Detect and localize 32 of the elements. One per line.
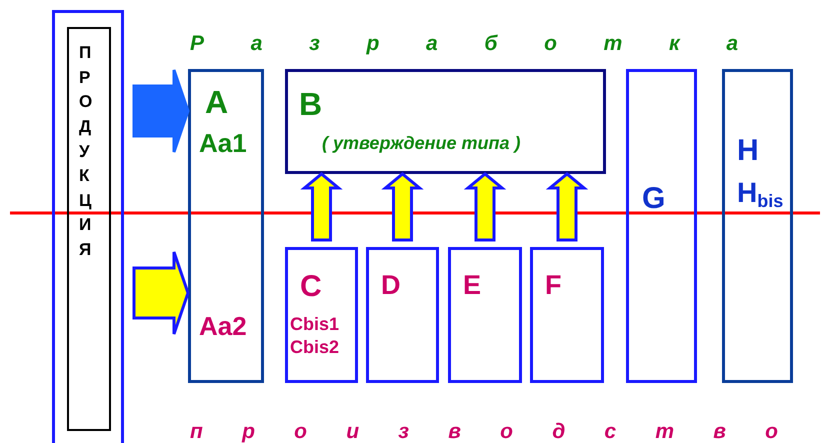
letter-label: H [737, 136, 759, 166]
stage-box [626, 69, 697, 383]
stage-box [188, 69, 264, 383]
letter-label: B [299, 88, 322, 120]
letter-label: F [545, 272, 562, 299]
stage-box [366, 247, 439, 383]
stage-box [285, 69, 606, 174]
letter-label: C [300, 272, 322, 302]
block-arrow [464, 172, 506, 242]
letter-label: G [642, 184, 666, 214]
block-arrow [546, 172, 588, 242]
spaced-heading: п р о и з в о д с т в о [190, 419, 778, 443]
stage-box [722, 69, 793, 383]
vertical-label: ПРОДУКЦИЯ [79, 42, 94, 262]
code-label: H$_{bis}$ [737, 179, 784, 207]
stage-box [67, 27, 111, 431]
letter-label: D [381, 272, 400, 299]
code-label: Aa1 [199, 130, 247, 156]
block-arrow [381, 172, 424, 242]
stage-box [285, 247, 358, 383]
block-arrow [300, 172, 343, 242]
letter-label: E [463, 272, 482, 299]
block-arrow [132, 68, 190, 154]
letter-label: A [205, 86, 228, 118]
outer-frame-box [52, 10, 124, 443]
stage-box [448, 247, 522, 383]
code-label: Cbis1 Cbis2 [290, 313, 340, 360]
subtitle-label: ( утверждение типа ) [322, 134, 520, 152]
block-arrow [132, 250, 190, 336]
spaced-heading: Р а з р а б о т к а [190, 31, 738, 57]
code-label: Aa2 [199, 313, 247, 339]
stage-box [530, 247, 604, 383]
